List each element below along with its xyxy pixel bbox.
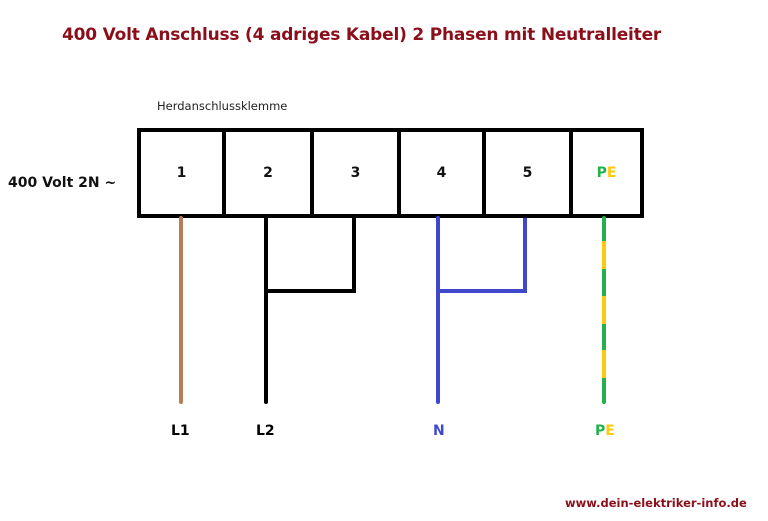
terminal-4: 4 [401, 132, 486, 214]
wire-n [436, 216, 527, 404]
wire-label-pe: PE [595, 423, 615, 439]
wire-label-l2: L2 [256, 423, 275, 439]
wire-label-pe-e: E [605, 423, 615, 439]
terminal-2-label: 2 [263, 165, 273, 181]
terminal-2: 2 [226, 132, 314, 214]
terminal-4-label: 4 [436, 165, 447, 181]
terminal-block-label: Herdanschlussklemme [157, 99, 288, 113]
terminal-pe-label-e: E [606, 165, 617, 181]
terminal-pe-label-p: P [596, 165, 607, 181]
terminal-5-label: 5 [522, 165, 533, 181]
wire-label-n: N [433, 423, 445, 439]
terminal-1: 1 [141, 132, 226, 214]
footer-url: www.dein-elektriker-info.de [565, 496, 747, 510]
terminal-3: 3 [314, 132, 401, 214]
supply-voltage-label: 400 Volt 2N ~ [8, 175, 117, 191]
diagram-title: 400 Volt Anschluss (4 adriges Kabel) 2 P… [62, 25, 662, 45]
wire-label-l1: L1 [171, 423, 190, 439]
wire-label-pe-p: P [595, 423, 606, 439]
bridge-2-3 [266, 218, 356, 293]
terminal-1-label: 1 [176, 165, 187, 181]
bridge-4-5 [438, 218, 527, 293]
wire-l2 [264, 216, 356, 404]
terminal-3-label: 3 [350, 165, 361, 181]
terminal-5: 5 [486, 132, 573, 214]
